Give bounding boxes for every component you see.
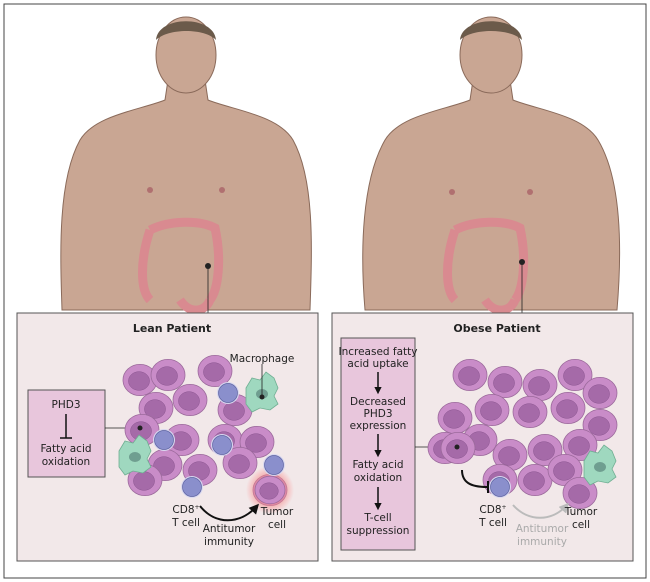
step-text: Increased fatty [338,346,417,358]
tumor-cell [582,408,618,442]
immunity-label: Antitumor [203,523,256,535]
lean-patient-figure [60,16,312,315]
t-cell [217,382,239,404]
step-text: Fatty acid [352,459,403,471]
tumor-cell [172,383,208,417]
tumor-cell [254,475,286,505]
step-text: Decreased [350,396,406,408]
macrophage [118,434,152,476]
fao-label: oxidation [42,456,90,468]
tumor-cell [437,401,473,435]
tumor-cell [522,368,558,402]
tumor-cell [547,453,583,487]
tumor-cell [487,365,523,399]
tcell-label: T cell [478,517,507,529]
t-cell [181,476,203,498]
obese-patient-figure [362,16,621,315]
head [155,16,217,94]
tumor-cell [527,433,563,467]
fao-label: Fatty acid [40,443,91,455]
tcell-label: CD8+ [479,504,506,516]
immunity-label: immunity [517,536,567,548]
panel-title: Obese Patient [453,322,540,335]
tumor-cell [557,358,593,392]
tumor-cell [197,354,233,388]
colon [443,217,529,315]
antitumor-arrow [512,502,569,519]
t-cell [263,454,285,476]
step-text: expression [350,420,407,432]
step-text: T-cell [363,512,391,524]
tcell-label: CD8+ [172,504,199,516]
t-cell [153,429,175,451]
head [459,16,523,94]
tumor-cell [492,438,528,472]
tumor-cell [582,376,618,410]
obese-patient-panel: Obese Patient Increased fatty acid uptak… [331,312,634,562]
tumor-cell [512,395,548,429]
immunity-label: Antitumor [516,523,569,535]
tumor-cell [517,463,553,497]
tumor-cell [562,476,598,510]
tumor-label: Tumor [260,506,294,518]
tumor-cell [222,446,258,480]
suppression-arrow [461,469,488,488]
tumor-cell [474,393,510,427]
tumor-label: Tumor [564,506,598,518]
panel-title: Lean Patient [133,322,211,335]
macrophage-label: Macrophage [230,353,295,365]
tumor-label: cell [268,519,286,531]
step-text: PHD3 [364,408,393,420]
colon [138,217,224,315]
lean-patient-panel: Lean Patient PHD3 Fatty acid oxidation M… [16,312,319,562]
t-cell [211,434,233,456]
tumor-cell [164,423,200,457]
tumor-cell [452,358,488,392]
tumor-cell [124,413,160,447]
immunity-label: immunity [204,536,254,548]
t-cell [489,476,511,498]
step-text: oxidation [354,472,402,484]
macrophage [583,444,617,486]
step-text: acid uptake [347,358,408,370]
tumor-label: cell [572,519,590,531]
antitumor-arrow [199,503,260,522]
phd3-label: PHD3 [52,399,81,411]
tumor-cell [150,358,186,392]
tumor-cell [127,463,163,497]
tcell-label: T cell [171,517,200,529]
tumor-cell [550,391,586,425]
step-text: suppression [347,525,410,537]
